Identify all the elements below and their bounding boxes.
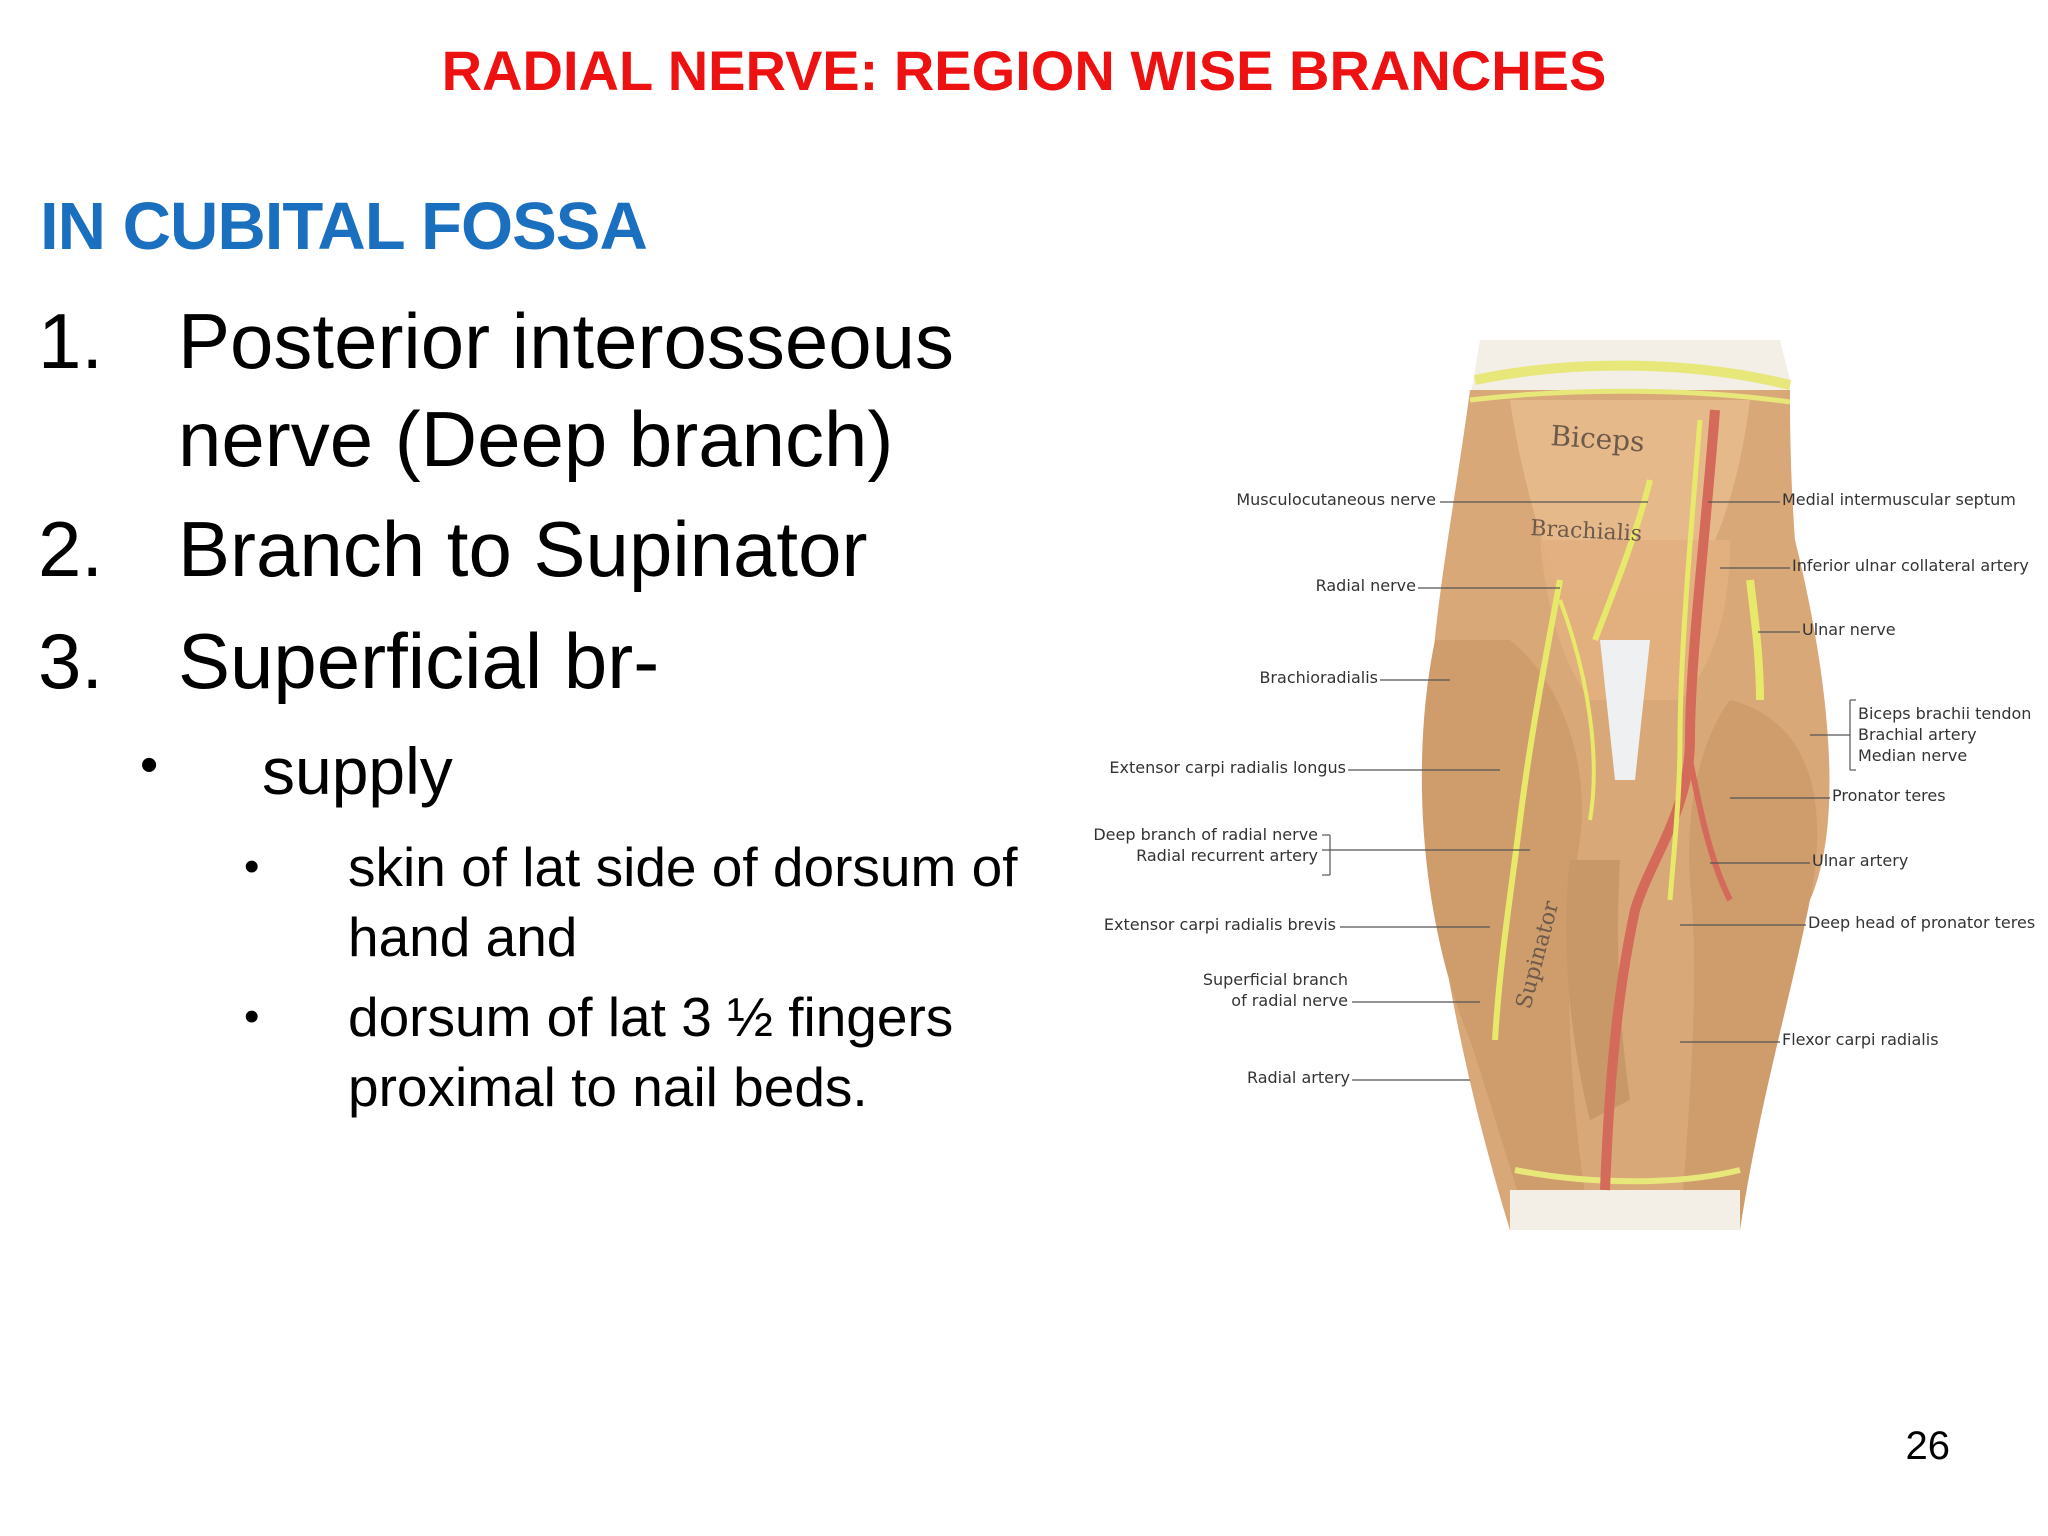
label-of-radial-nerve: of radial nerve bbox=[1231, 991, 1348, 1010]
label-inferior-ulnar-collateral-artery: Inferior ulnar collateral artery bbox=[1792, 556, 2029, 575]
label-musculocutaneous-nerve: Musculocutaneous nerve bbox=[1236, 490, 1436, 509]
section-heading: IN CUBITAL FOSSA bbox=[40, 189, 648, 264]
bullet-text: skin of lat side of dorsum of hand and bbox=[348, 836, 1018, 968]
bullet-marker: • bbox=[140, 736, 159, 794]
label-median-nerve: Median nerve bbox=[1858, 746, 1968, 765]
bullet-marker: • bbox=[244, 842, 260, 891]
brachialis-label: Brachialis bbox=[1530, 516, 1643, 547]
label-flexor-carpi-radialis: Flexor carpi radialis bbox=[1782, 1030, 1939, 1049]
label-deep-head-pronator-teres: Deep head of pronator teres bbox=[1808, 913, 2036, 932]
bullet-text: dorsum of lat 3 ½ fingers proximal to na… bbox=[348, 986, 954, 1118]
list-item-text: Branch to Supinator bbox=[178, 505, 868, 593]
label-radial-nerve: Radial nerve bbox=[1315, 576, 1416, 595]
list-item-2: 2. Branch to Supinator bbox=[38, 500, 1078, 598]
label-brachial-artery: Brachial artery bbox=[1858, 725, 1977, 744]
list-item-1: 1. Posterior interosseous nerve (Deep br… bbox=[38, 292, 1078, 488]
slide-title: RADIAL NERVE: REGION WISE BRANCHES bbox=[441, 39, 1607, 102]
label-deep-branch: Deep branch of radial nerve bbox=[1093, 825, 1318, 844]
numbered-list: 1. Posterior interosseous nerve (Deep br… bbox=[38, 292, 1078, 710]
cubital-fossa-illustration: Biceps Brachialis Supinator bbox=[1150, 340, 2030, 1230]
label-pronator-teres: Pronator teres bbox=[1832, 786, 1946, 805]
label-biceps-brachii-tendon: Biceps brachii tendon bbox=[1858, 704, 2032, 723]
list-number: 2. bbox=[38, 505, 104, 593]
bullet-text: supply bbox=[262, 734, 453, 808]
label-ecrl: Extensor carpi radialis longus bbox=[1109, 758, 1346, 777]
list-item-3: 3. Superficial br- bbox=[38, 612, 1078, 710]
label-radial-artery: Radial artery bbox=[1246, 1068, 1350, 1087]
list-number: 3. bbox=[38, 617, 104, 705]
label-ulnar-artery: Ulnar artery bbox=[1812, 851, 1909, 870]
bullet-marker: • bbox=[244, 992, 260, 1041]
label-medial-intermuscular-septum: Medial intermuscular septum bbox=[1782, 490, 2016, 509]
label-brachioradialis: Brachioradialis bbox=[1259, 668, 1378, 687]
label-radial-recurrent-artery: Radial recurrent artery bbox=[1136, 846, 1318, 865]
label-superficial-branch: Superficial branch bbox=[1202, 970, 1348, 989]
anatomy-figure: Biceps Brachialis Supinator bbox=[1090, 340, 2048, 1230]
list-item-text: Posterior interosseous nerve (Deep branc… bbox=[178, 297, 955, 483]
biceps-label: Biceps bbox=[1550, 419, 1646, 458]
label-ulnar-nerve: Ulnar nerve bbox=[1802, 620, 1896, 639]
page-number: 26 bbox=[1905, 1424, 1951, 1468]
list-item-text: Superficial br- bbox=[178, 617, 660, 705]
label-ecrb: Extensor carpi radialis brevis bbox=[1103, 915, 1336, 934]
list-number: 1. bbox=[38, 297, 104, 385]
